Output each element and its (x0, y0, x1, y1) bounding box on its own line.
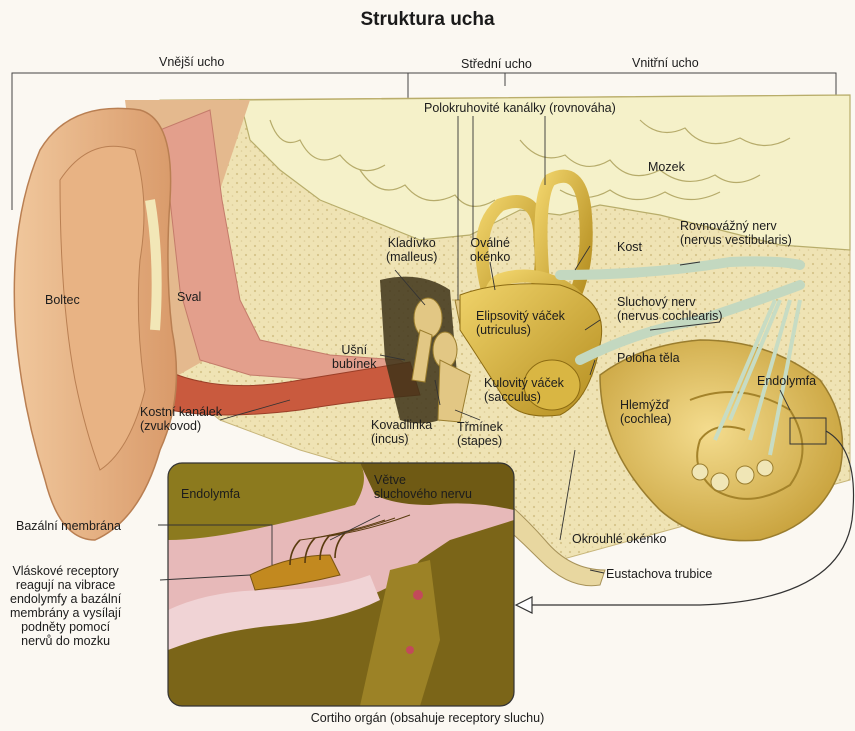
zoom-arrow-head (516, 597, 532, 613)
label-basilar-membrane: Bazální membrána (16, 519, 121, 533)
label-cochlea: Hlemýžď (cochlea) (620, 398, 671, 426)
label-hair-receptors: Vláskové receptory reagují na vibrace en… (10, 564, 121, 648)
label-bone: Kost (617, 240, 642, 254)
figure-caption: Cortiho orgán (obsahuje receptory sluchu… (0, 711, 855, 725)
label-eustachian-tube: Eustachova trubice (606, 567, 712, 581)
label-nerve-branches: Větve sluchového nervu (374, 473, 472, 501)
label-saccule: Kulovitý váček (sacculus) (484, 376, 564, 404)
label-stapes: Třmínek (stapes) (457, 420, 503, 448)
label-incus: Kovadlinka (incus) (371, 418, 432, 446)
label-endolymph: Endolymfa (757, 374, 816, 388)
label-eardrum: Ušní bubínek (332, 343, 376, 371)
label-semicircular-canals: Polokruhovité kanálky (rovnováha) (424, 101, 616, 115)
label-middle-ear: Střední ucho (461, 57, 532, 71)
label-ear-canal: Kostní kanálek (zvukovod) (140, 405, 222, 433)
label-vestibular-nerve: Rovnovážný nerv (nervus vestibularis) (680, 219, 792, 247)
label-muscle: Sval (177, 290, 201, 304)
page-title: Struktura ucha (0, 9, 855, 31)
label-outer-ear: Vnější ucho (159, 55, 224, 69)
label-oval-window: Oválné okénko (470, 236, 510, 264)
label-round-window: Okrouhlé okénko (572, 532, 667, 546)
label-utricle: Elipsovitý váček (utriculus) (476, 309, 565, 337)
label-pinna: Boltec (45, 293, 80, 307)
label-brain: Mozek (648, 160, 685, 174)
label-inset-endolymph: Endolymfa (181, 487, 240, 501)
label-inner-ear: Vnitřní ucho (632, 56, 699, 70)
label-body-position: Poloha těla (617, 351, 680, 365)
label-malleus: Kladívko (malleus) (386, 236, 437, 264)
label-cochlear-nerve: Sluchový nerv (nervus cochlearis) (617, 295, 723, 323)
